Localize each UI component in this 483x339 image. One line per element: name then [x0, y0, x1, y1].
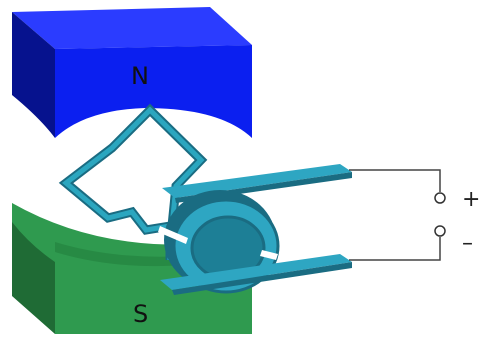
lower-brush — [160, 254, 352, 295]
positive-sign: + — [462, 187, 480, 212]
north-magnet-top-face — [12, 7, 252, 49]
upper-brush-top — [162, 164, 352, 198]
commutator-gap-left — [158, 226, 188, 244]
north-magnet: N — [12, 7, 252, 138]
south-pole-label: S — [133, 300, 148, 328]
negative-sign: – — [462, 231, 473, 256]
positive-wire — [349, 169, 441, 192]
north-magnet-side-face — [12, 12, 55, 138]
coil-loop-highlight — [61, 106, 205, 260]
commutator-gap-right — [260, 250, 278, 260]
negative-wire — [349, 237, 441, 261]
positive-terminal — [434, 192, 446, 204]
north-magnet-front-face — [55, 45, 252, 138]
north-pole-label: N — [131, 62, 149, 90]
circuit-wires: + – — [349, 169, 480, 261]
armature-coil — [58, 103, 208, 260]
lower-brush-top — [160, 254, 352, 290]
negative-terminal — [434, 225, 446, 237]
lower-brush-edge — [172, 262, 352, 295]
